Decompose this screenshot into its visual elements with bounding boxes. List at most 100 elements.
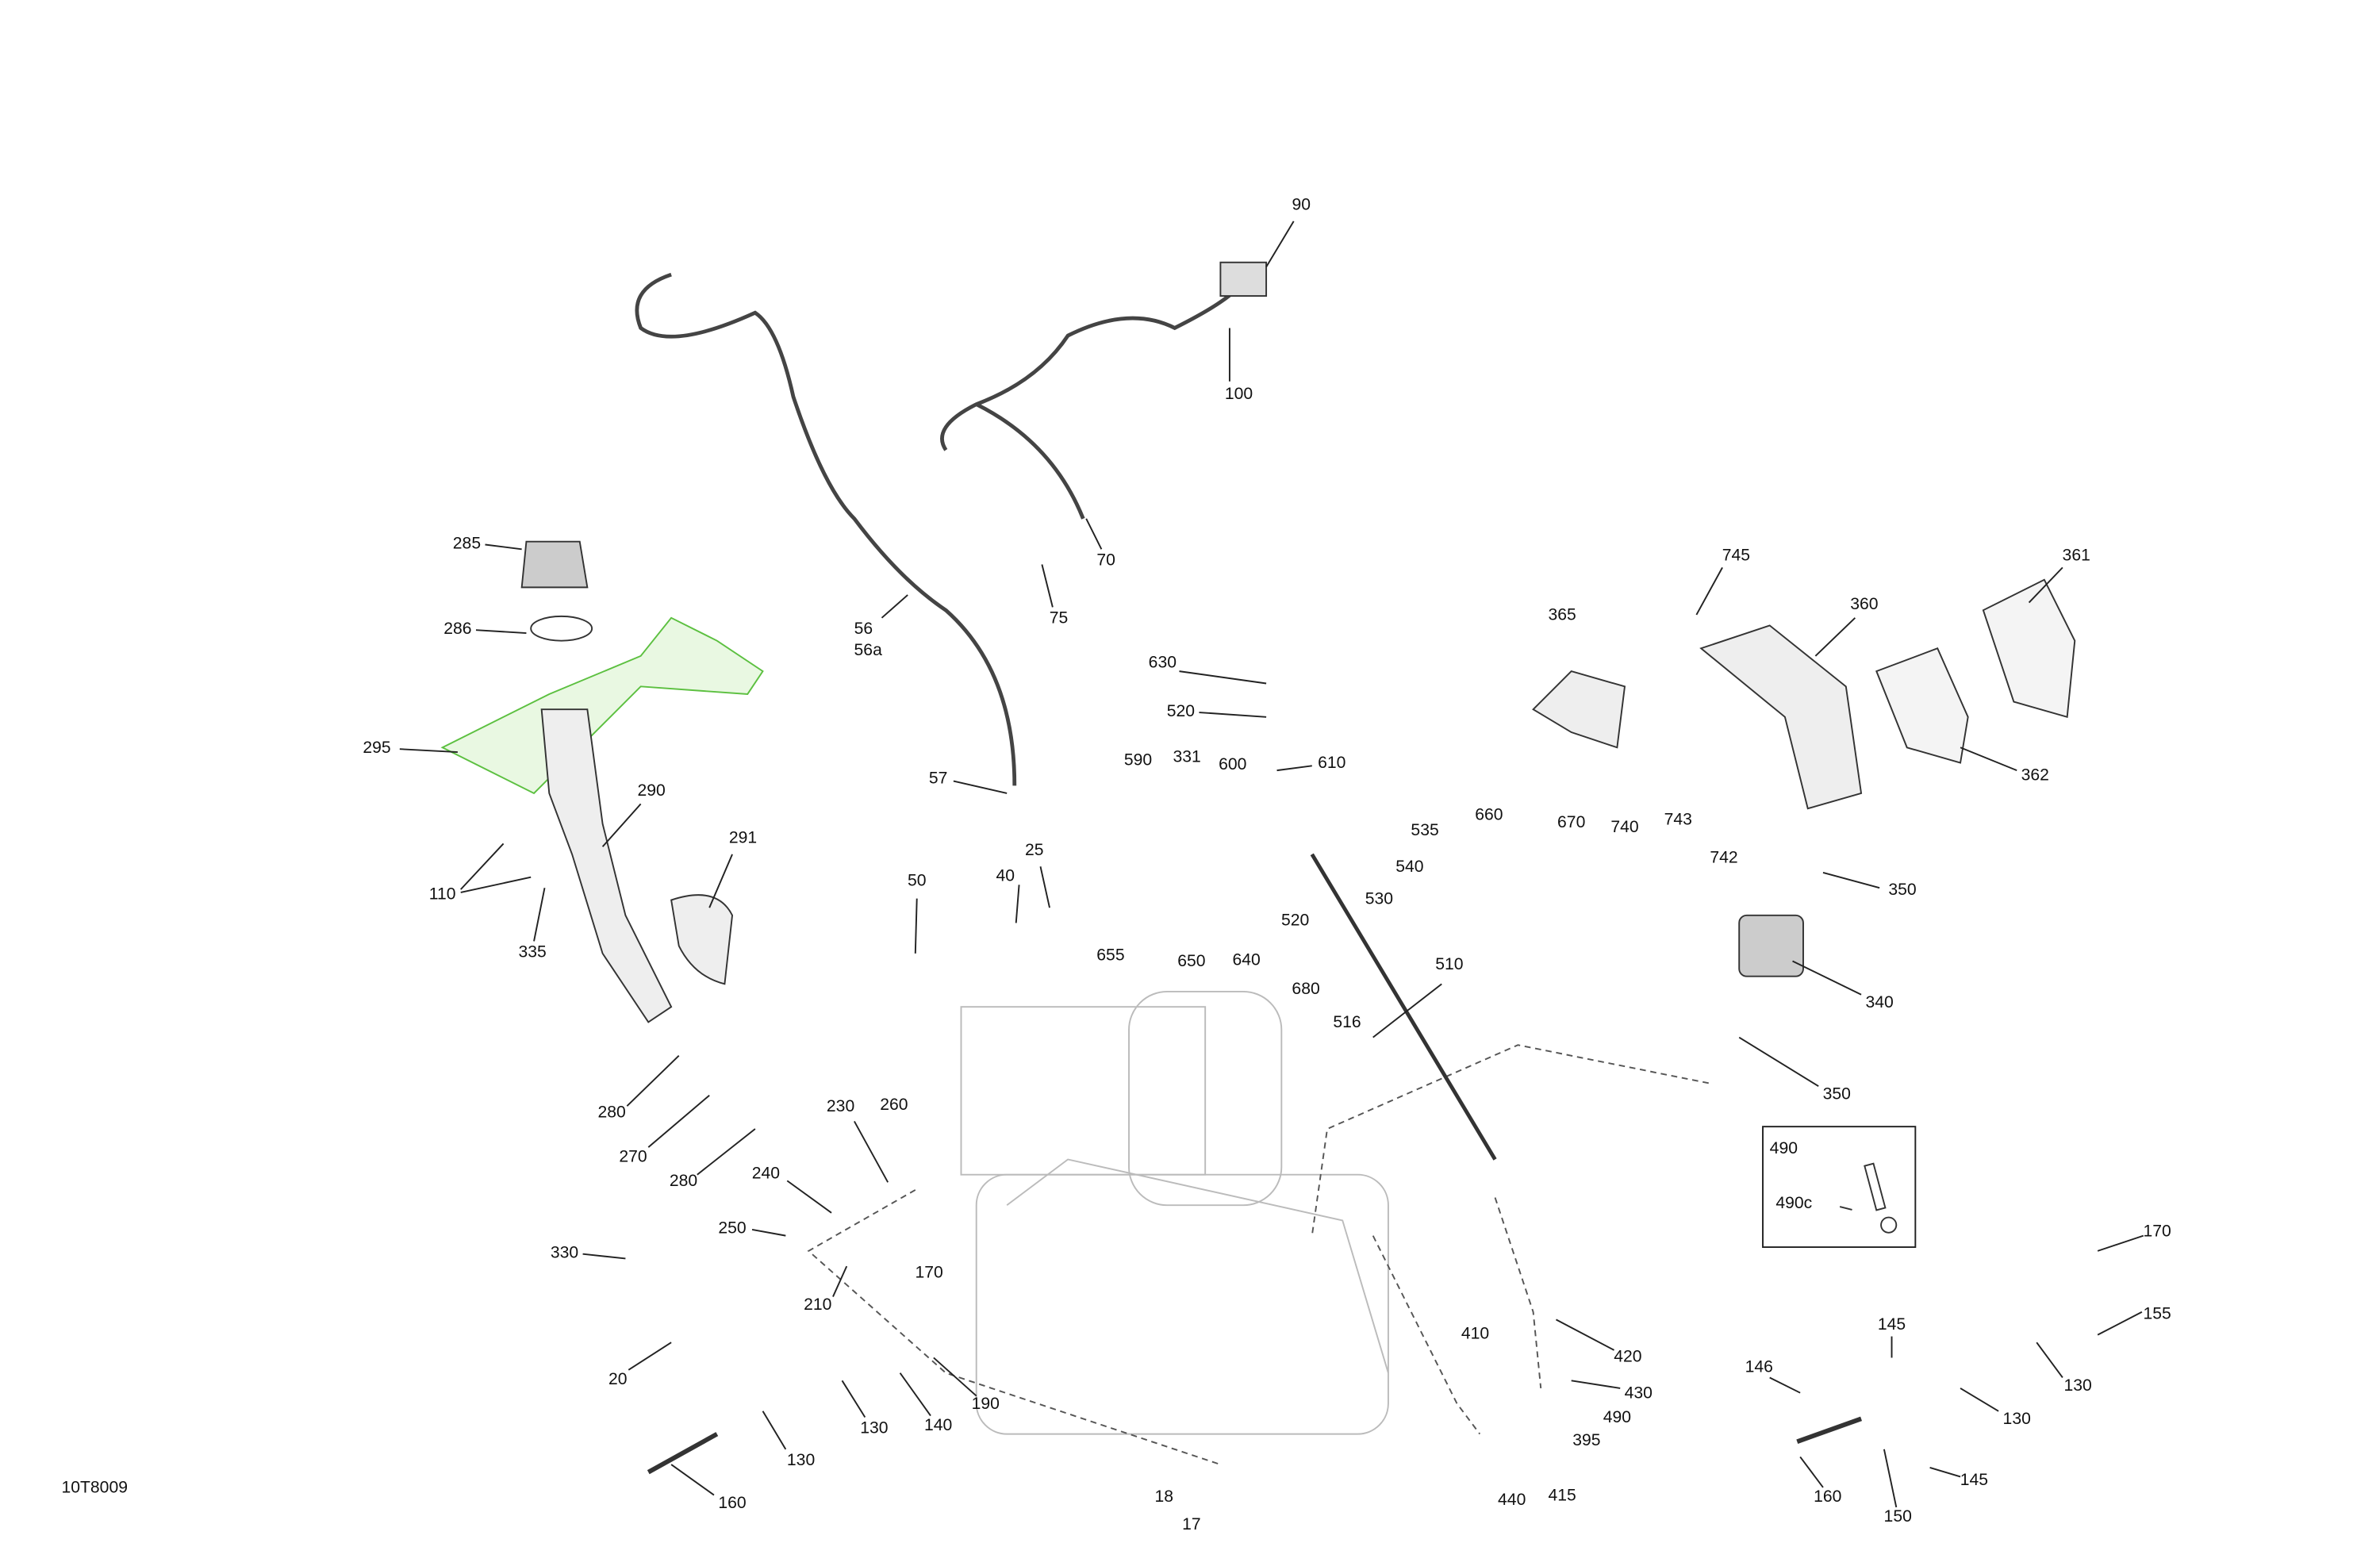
panel-295 [440, 616, 764, 795]
callout: 75 [1049, 609, 1069, 628]
callout: 362 [2021, 766, 2049, 785]
callout: 130 [2002, 1410, 2031, 1429]
callout: 130 [2063, 1376, 2092, 1395]
rod-510 [1310, 853, 1497, 1161]
callout: 440 [1498, 1491, 1526, 1510]
callout: 743 [1664, 811, 1692, 830]
inset-box-490: 490 490c [1762, 1126, 1917, 1249]
callout: 335 [518, 943, 547, 962]
callout: 20 [608, 1370, 628, 1389]
callout: 340 [1865, 993, 1894, 1012]
callout: 56a [854, 641, 882, 660]
callout: 395 [1572, 1431, 1601, 1450]
duct-291 [670, 894, 734, 985]
callout: 140 [923, 1416, 953, 1435]
filter-285 [520, 540, 589, 589]
callout: 57 [928, 770, 948, 789]
duct-360 [1699, 624, 1863, 810]
cable-56 [635, 272, 1017, 786]
callout: 18 [1154, 1487, 1174, 1507]
callout: 70 [1096, 551, 1115, 570]
tube-290 [540, 708, 673, 1023]
callout: 350 [1822, 1085, 1851, 1104]
callout: 670 [1557, 813, 1586, 832]
callout: 350 [1888, 881, 1917, 900]
callout: 90 [1292, 196, 1311, 215]
inset-title: 490 [1769, 1139, 1798, 1158]
drawing-id: 10T8009 [61, 1479, 128, 1498]
callout: 110 [428, 885, 456, 904]
callout: 740 [1610, 818, 1639, 837]
shield-362 [1875, 647, 1969, 764]
callout: 100 [1224, 385, 1253, 404]
callout: 280 [669, 1172, 698, 1191]
callout: 286 [443, 620, 472, 639]
callout: 160 [718, 1494, 747, 1513]
shield-361 [1982, 578, 2076, 719]
callout: 745 [1722, 547, 1751, 566]
callout: 280 [597, 1104, 626, 1123]
callout: 145 [1877, 1315, 1906, 1334]
callout: 590 [1123, 751, 1153, 770]
callout: 291 [728, 829, 758, 848]
harness-70 [940, 288, 1238, 520]
callout: 640 [1232, 950, 1261, 970]
callout: 290 [637, 781, 666, 800]
callout: 160 [1814, 1487, 1842, 1507]
inset-item-label: 490c [1775, 1194, 1813, 1213]
callout: 170 [915, 1264, 943, 1283]
callout: 17 [1182, 1515, 1201, 1534]
callout: 190 [971, 1395, 1000, 1414]
callout: 410 [1461, 1325, 1490, 1344]
callout: 146 [1745, 1358, 1773, 1377]
callout: 130 [786, 1451, 816, 1470]
callout: 535 [1411, 821, 1439, 840]
callout: 270 [619, 1148, 647, 1167]
callout: 260 [880, 1096, 908, 1115]
callout: 510 [1435, 955, 1464, 974]
callout: 630 [1148, 654, 1177, 673]
callout: 520 [1166, 702, 1196, 721]
callout: 490 [1603, 1408, 1632, 1427]
callout: 56 [854, 620, 873, 639]
callout: 150 [1883, 1507, 1912, 1526]
callout: 415 [1548, 1486, 1576, 1506]
callout: 420 [1614, 1347, 1642, 1367]
callout: 540 [1395, 858, 1424, 877]
callout: 170 [2143, 1223, 2171, 1242]
callout: 430 [1624, 1384, 1653, 1403]
callout: 240 [751, 1165, 780, 1184]
bolt-160-right [1796, 1416, 1863, 1444]
callout: 330 [550, 1244, 579, 1263]
callout: 520 [1280, 911, 1310, 931]
callout: 600 [1219, 755, 1247, 774]
callout: 650 [1177, 952, 1206, 971]
callout: 742 [1710, 849, 1738, 868]
elbow-365 [1532, 670, 1626, 749]
callout: 295 [363, 739, 391, 758]
switch-90 [1219, 261, 1268, 297]
callout: 516 [1333, 1013, 1361, 1032]
callout: 331 [1173, 748, 1201, 767]
callout: 360 [1850, 595, 1879, 615]
callout: 230 [826, 1097, 855, 1116]
callout: 610 [1318, 754, 1346, 773]
rod-end-icon [1839, 1162, 1898, 1234]
callout: 361 [2062, 547, 2090, 566]
bolt-160-left [647, 1432, 719, 1475]
filter-340 [1738, 914, 1804, 977]
callout: 680 [1292, 980, 1320, 999]
callout: 250 [718, 1219, 747, 1238]
callout: 210 [804, 1295, 832, 1315]
callout: 155 [2143, 1305, 2171, 1324]
callout: 655 [1096, 946, 1125, 965]
callout: 530 [1365, 890, 1394, 909]
callout: 660 [1475, 806, 1503, 825]
callout: 50 [907, 871, 927, 891]
callout: 130 [860, 1419, 889, 1438]
callout: 145 [1960, 1471, 1989, 1490]
callout: 285 [452, 535, 482, 554]
callout: 365 [1548, 606, 1576, 625]
